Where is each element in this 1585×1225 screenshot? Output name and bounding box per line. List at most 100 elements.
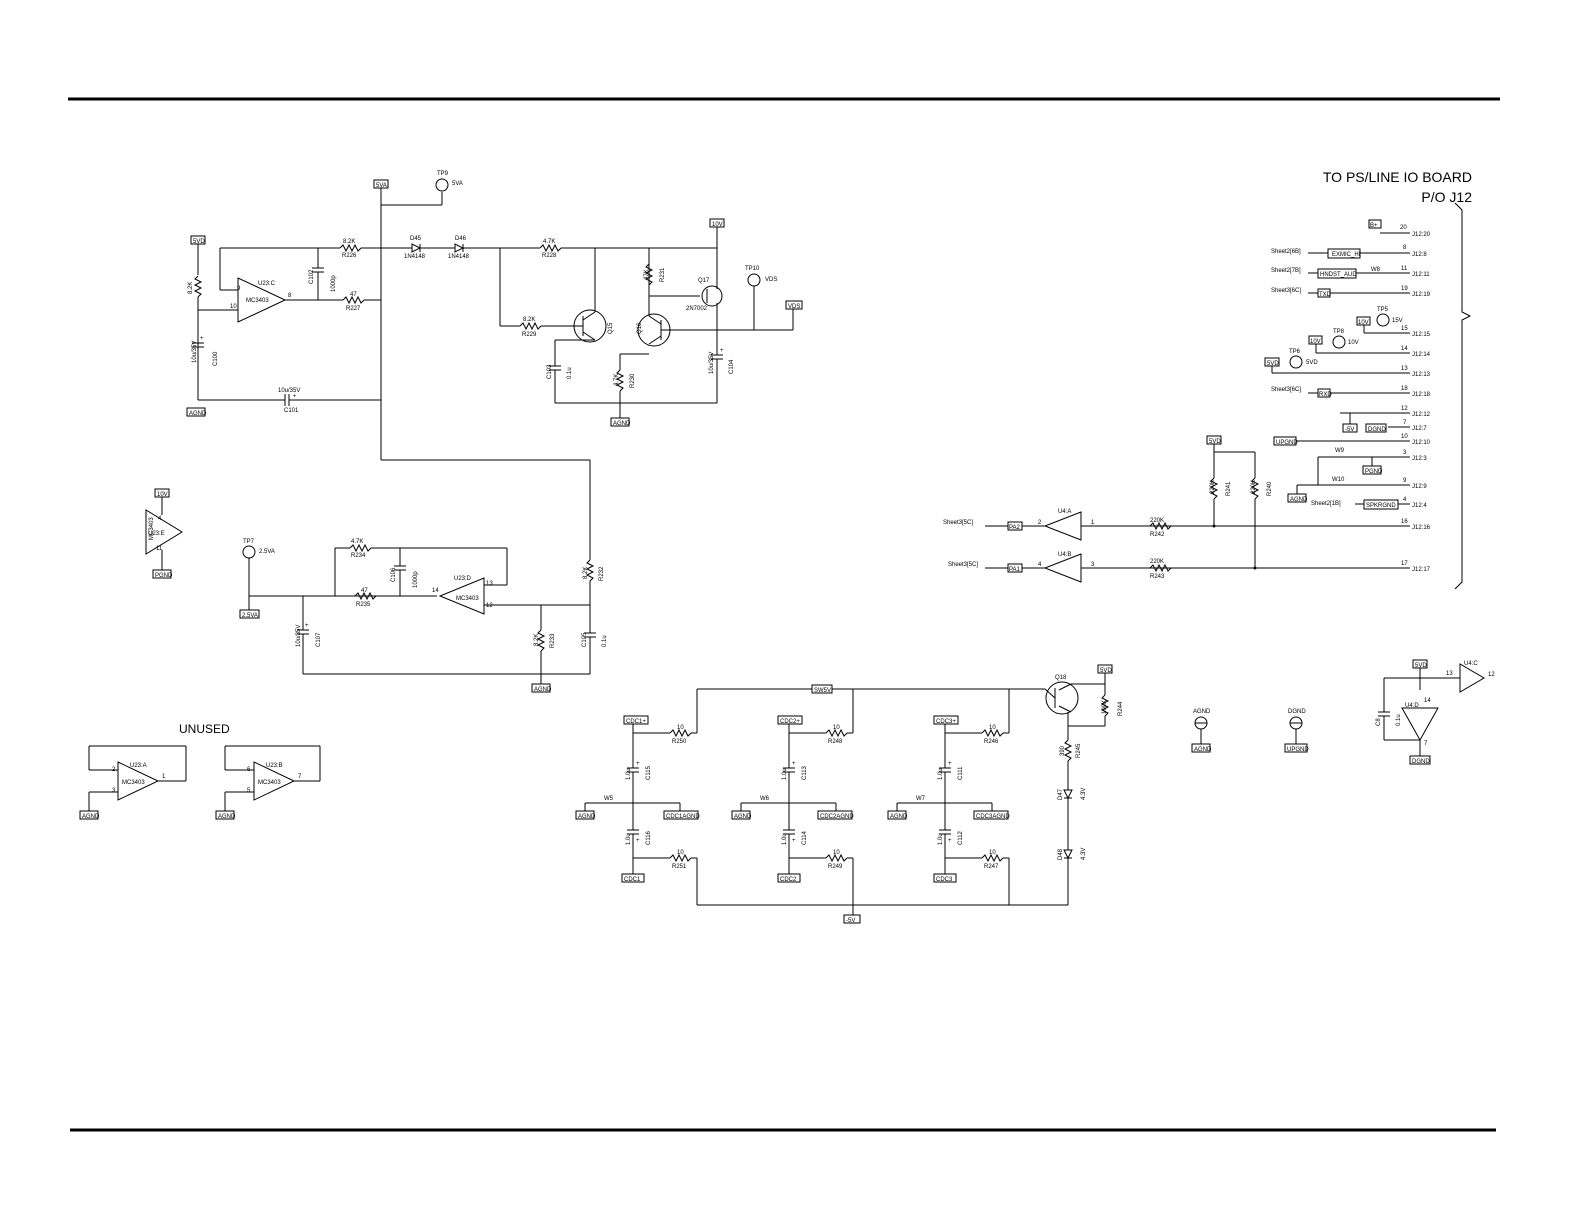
schematic-label: 12 (486, 603, 493, 609)
schematic-label: 1.0u (938, 768, 944, 780)
schematic-label: J12:13 (1412, 372, 1431, 378)
schematic-label: VDS (765, 277, 777, 283)
schematic-label: 0.1u (567, 367, 573, 379)
unused-block: UNUSED U23:A MC3403 2 3 1 AGND U23:B MC3… (79, 722, 321, 820)
cdc-supply-block: SW5V -5V CDC1+ 10 R250 + 1.0u C115 W5 AG… (575, 664, 1124, 924)
schematic-label: R251 (672, 864, 687, 870)
schematic-label: + (720, 348, 724, 354)
schematic-label: AGND (578, 814, 596, 820)
schematic-label: TP8 (1333, 329, 1345, 335)
schematic-label: MC3403 (246, 298, 269, 304)
schematic-label: U4:B (1058, 552, 1071, 558)
schematic-label: CDC3+ (936, 719, 956, 725)
schematic-label: J12:4 (1412, 503, 1427, 509)
schematic-label: R231 (660, 267, 666, 282)
unused-label: UNUSED (179, 722, 230, 736)
schematic-label: 2 (1038, 520, 1042, 526)
schematic-label: 14 (1401, 346, 1408, 352)
schematic-label: CDC2AGND (820, 814, 854, 820)
schematic-label: R246 (984, 739, 999, 745)
schematic-label: 4.7K (351, 539, 363, 545)
schematic-label: J12:10 (1412, 440, 1431, 446)
schematic-label: Sheet3[6C] (1271, 288, 1301, 294)
schematic-label: HNDST_AUD (1320, 272, 1357, 278)
schematic-label: 10u/35V (278, 388, 300, 394)
schematic-label: 11 (1401, 266, 1408, 272)
schematic-label: MC3403 (258, 780, 281, 786)
test-point-tp6 (1289, 355, 1303, 369)
schematic-label: CDC1 (624, 877, 641, 883)
net-flag-agnd (186, 407, 206, 417)
schematic-label: W6 (760, 796, 770, 802)
schematic-label: 8.2K (534, 634, 540, 646)
schematic-label: R235 (356, 602, 371, 608)
schematic-label: R244 (1118, 701, 1124, 716)
schematic-label: AGND (613, 421, 631, 427)
schematic-label: 1N4148 (448, 254, 470, 260)
schematic-label: J12:15 (1412, 332, 1431, 338)
schematic-label: 5VA (376, 183, 387, 189)
schematic-label: C100 (213, 351, 219, 366)
schematic-label: 4 (1038, 562, 1042, 568)
schematic-label: 10 (989, 725, 996, 731)
schematic-label: J12:16 (1412, 525, 1431, 531)
schematic-label: 5VD (1306, 360, 1318, 366)
schematic-label: D48 (1058, 848, 1064, 860)
schematic-label: 8.2K (523, 317, 535, 323)
schematic-label: 10V (1310, 339, 1321, 345)
schematic-label: 10V (157, 492, 168, 498)
schematic-label: R249 (828, 864, 843, 870)
schematic-label: 10V (1358, 320, 1369, 326)
schematic-label: 15 (1401, 326, 1408, 332)
schematic-label: Q18 (1055, 675, 1067, 681)
schematic-label: C103 (547, 364, 553, 379)
schematic-label: 4 (158, 516, 162, 522)
schematic-label: 9 (1403, 478, 1407, 484)
schematic-label: TP7 (243, 539, 255, 545)
schematic-label: 3 (1403, 450, 1407, 456)
schematic-label: J12:8 (1412, 252, 1427, 258)
schematic-label: + (636, 761, 640, 767)
schematic-label: 5 (247, 788, 251, 794)
schematic-label: Sheet2[6B] (1271, 249, 1301, 255)
schematic-label: SPKRGND (1366, 503, 1396, 509)
schematic-label: + (293, 394, 297, 400)
schematic-label: U23:D (454, 576, 472, 582)
schematic-label: 17 (1401, 561, 1408, 567)
schematic-label: 100K (1102, 700, 1108, 714)
schematic-label: 5VA (452, 181, 463, 187)
schematic-label: C8 (1376, 718, 1382, 726)
schematic-label: DGND (1368, 427, 1386, 433)
schematic-label: 1 (1091, 520, 1095, 526)
schematic-label: C111 (958, 766, 964, 780)
schematic-label: 10 (230, 304, 237, 310)
schematic-label: 19 (1401, 286, 1408, 292)
schematic-label: + (636, 838, 640, 844)
schematic-label: D45 (410, 236, 422, 242)
schematic-label: + (305, 623, 309, 629)
net-label: 5VD (193, 239, 205, 245)
u23e-block: 10V U23:E MC3403 4 11 PGND (145, 488, 183, 579)
schematic-label: -5V (1345, 427, 1354, 433)
test-point-tp8 (1332, 335, 1346, 349)
schematic-label: 7 (298, 774, 302, 780)
schematic-label: AGND (534, 687, 552, 693)
test-point-tp5 (1376, 313, 1390, 327)
schematic-label: MC3403 (122, 780, 145, 786)
schematic-label: PA1 (1009, 567, 1021, 573)
schematic-label: R248 (828, 739, 843, 745)
schematic-label: 16 (1401, 519, 1408, 525)
transistor-q17 (701, 285, 723, 307)
schematic-label: W10 (1332, 477, 1345, 483)
schematic-label: Sheet3[5C] (948, 562, 978, 568)
schematic-label: RXD (1319, 392, 1332, 398)
schematic-label: C114 (802, 830, 808, 845)
test-point-tp9 (435, 178, 449, 192)
schematic-label: J12:11 (1412, 272, 1430, 278)
schematic-label: CDC1AGND (666, 814, 700, 820)
schematic-label: 12 (1401, 406, 1408, 412)
schematic-label: CDC3AGND (976, 814, 1010, 820)
schematic-label: TP5 (1377, 307, 1389, 313)
schematic-label: PGND (155, 573, 173, 579)
